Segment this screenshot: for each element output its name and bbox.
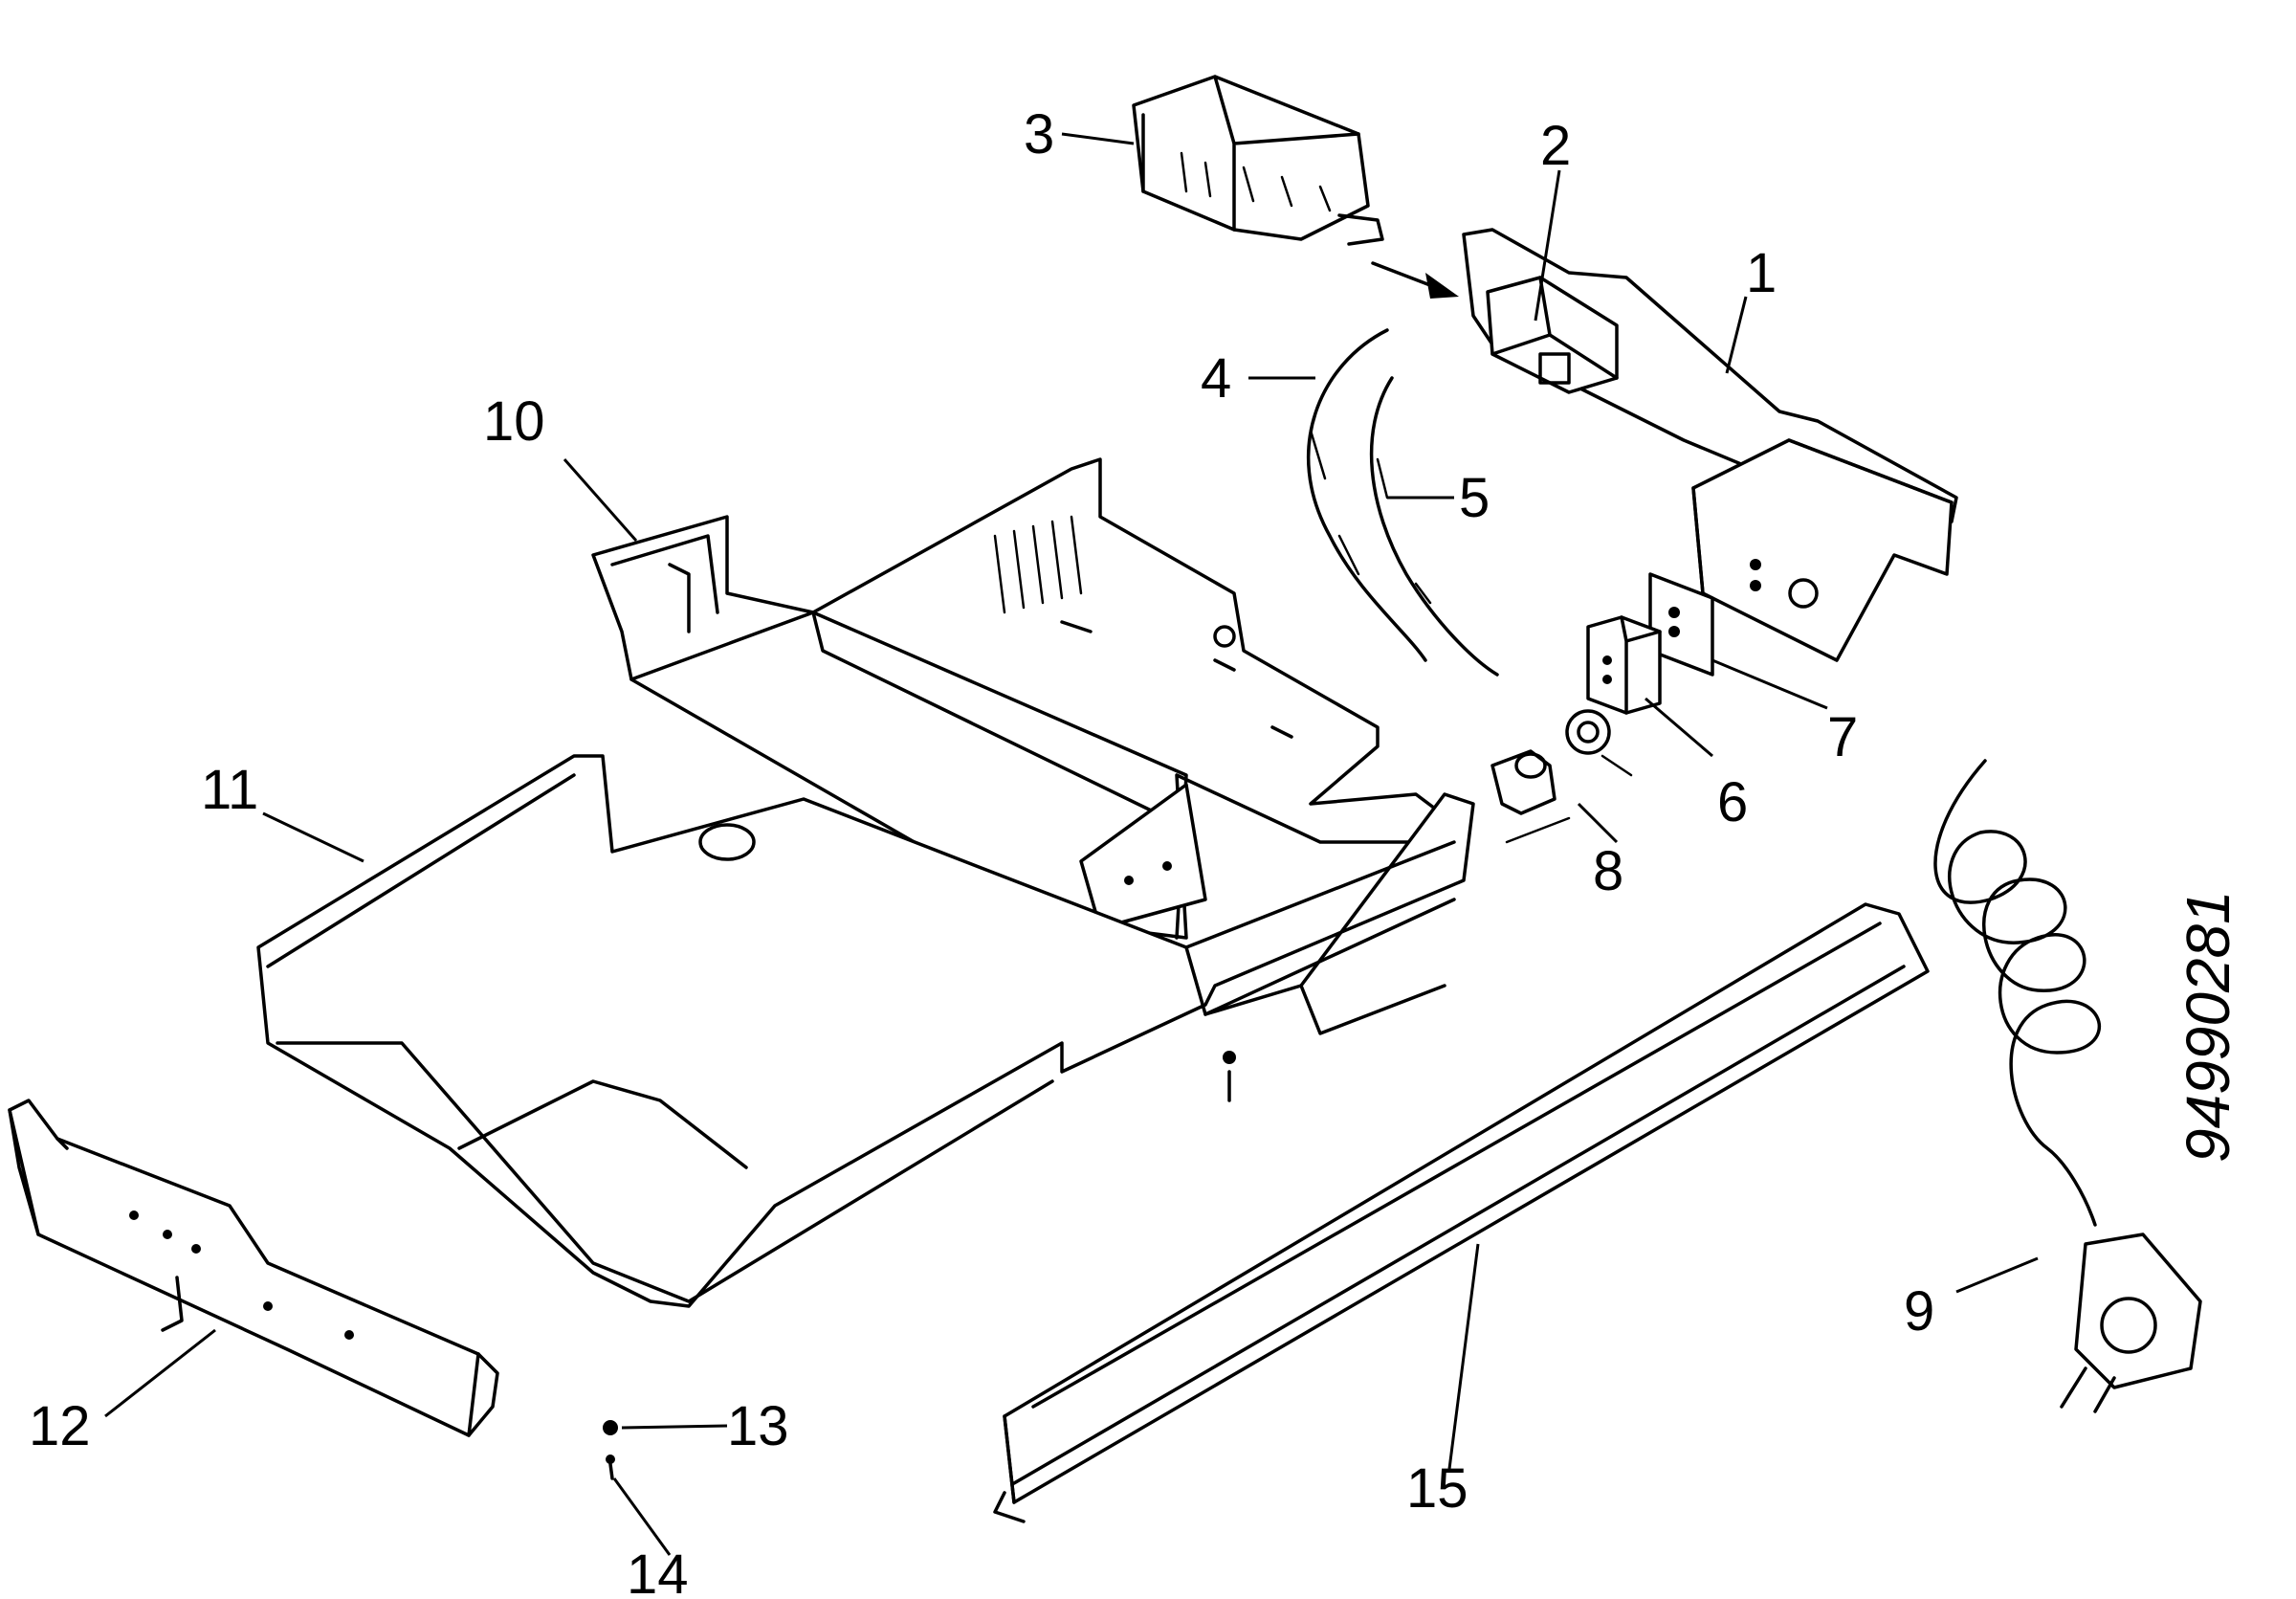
callout-7: 7: [1827, 706, 1858, 768]
part-2-switch: [1486, 276, 1619, 394]
part-12-front-panel: [8, 1099, 499, 1437]
callout-14: 14: [627, 1543, 689, 1599]
callout-2: 2: [1540, 115, 1571, 177]
callout-8: 8: [1593, 840, 1623, 902]
part-15-rail: [993, 902, 1930, 1523]
callout-13: 13: [727, 1395, 789, 1457]
callout-6: 6: [1717, 771, 1748, 833]
part-11-base-tray: [256, 754, 1475, 1308]
part-7-plate: [1648, 572, 1714, 677]
part-13-nut: [603, 1420, 618, 1435]
part-3-module: [1132, 75, 1384, 246]
callout-12: 12: [29, 1395, 91, 1457]
callout-4: 4: [1201, 347, 1231, 410]
part-14-screw: [606, 1455, 615, 1480]
drawing-reference: 94990281: [2174, 890, 2242, 1163]
part-6-terminal-block: [1586, 615, 1662, 715]
assembly-arrow: [1371, 261, 1459, 299]
part-10-upper-tray: [591, 457, 1456, 940]
leader-lines: [104, 132, 2039, 1556]
part-5-wire: [1369, 376, 1499, 677]
part-4-wire: [1306, 328, 1427, 662]
part-8-knob-nut: [1490, 709, 1633, 844]
part-9-power-cord: [1933, 759, 2202, 1413]
callout-9: 9: [1904, 1280, 1934, 1343]
callout-3: 3: [1024, 103, 1054, 166]
screw-small: [1223, 1051, 1236, 1102]
callout-11: 11: [201, 759, 258, 821]
callout-1: 1: [1746, 242, 1777, 304]
callout-10: 10: [483, 390, 545, 453]
part-1-bracket: [1462, 228, 1958, 662]
callout-15: 15: [1406, 1457, 1468, 1520]
callout-5: 5: [1459, 467, 1490, 529]
